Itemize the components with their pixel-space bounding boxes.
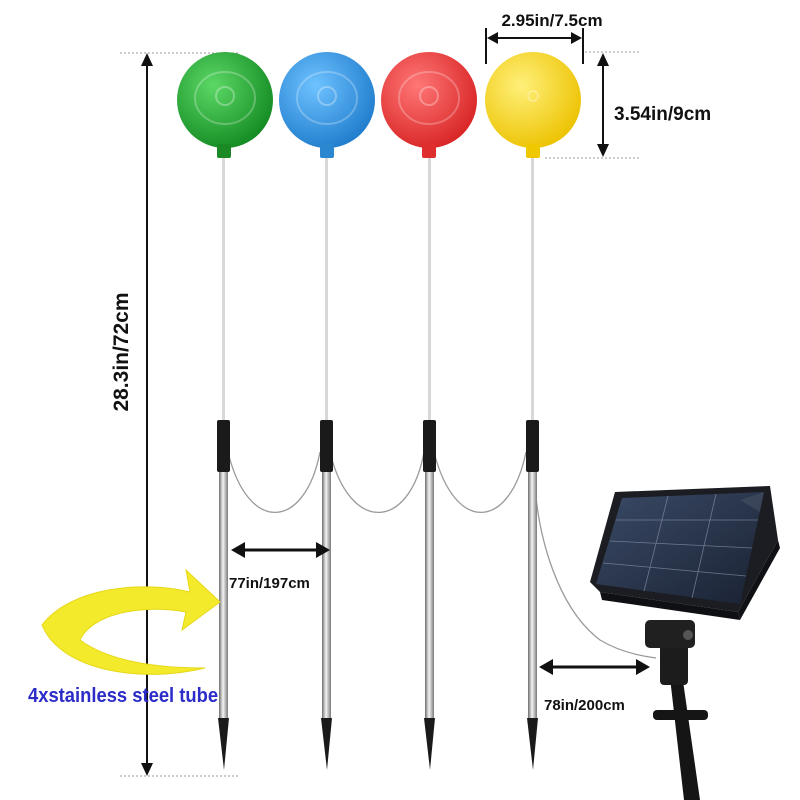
ball-yellow [485,52,581,158]
curved-arrow-icon [41,568,221,675]
stake-spacing-dimension: 77in/197cm [229,542,330,592]
panel-cable-dimension: 78in/200cm [539,659,650,714]
ball-green [177,52,273,158]
stake-3 [423,150,436,770]
solar-panel-icon [590,486,780,800]
stake-spacing-label: 77in/197cm [229,575,310,592]
tube-note: 4xstainless steel tube [28,685,218,707]
ball-blue [279,52,375,158]
ball-height-label: 3.54in/9cm [614,104,711,125]
panel-cable-label: 78in/200cm [544,697,625,714]
height-label: 28.3in/72cm [110,292,133,411]
connecting-wire [227,451,657,659]
ball-width-label: 2.95in/7.5cm [501,11,602,30]
ball-width-dimension: 2.95in/7.5cm [485,11,603,64]
stake-2 [320,150,333,770]
ball-height-dimension: 3.54in/9cm [545,51,711,159]
stake-4 [526,150,539,770]
ball-red [381,52,477,158]
height-dimension: 28.3in/72cm [110,52,238,777]
stake-1 [217,150,230,770]
